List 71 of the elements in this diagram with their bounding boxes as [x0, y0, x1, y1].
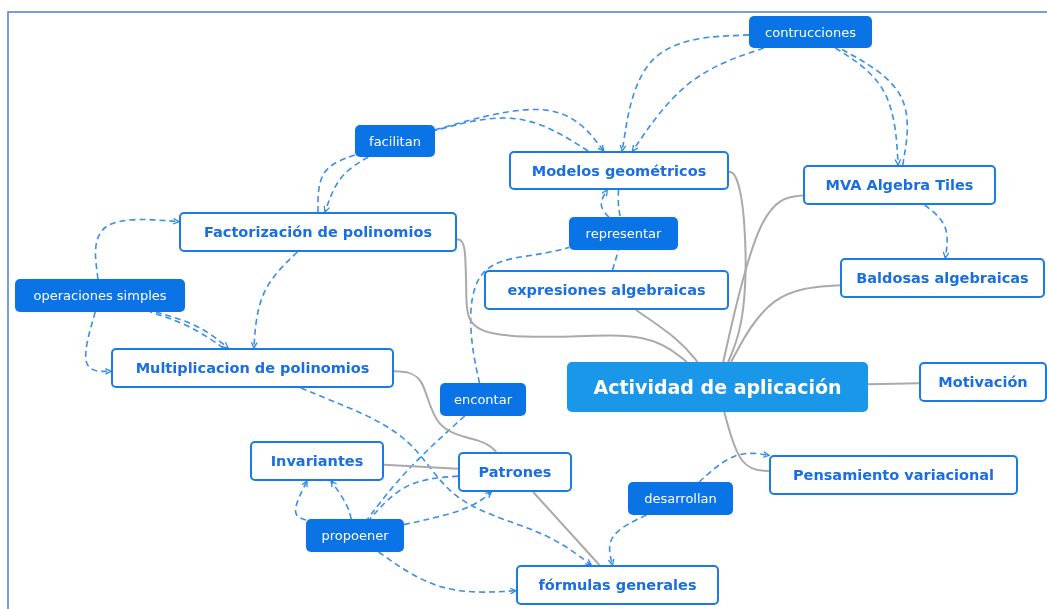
concept-text: Modelos geométricos: [531, 162, 707, 179]
arrow: [294, 480, 308, 521]
concept-box: [179, 212, 457, 252]
linking-phrase-text: desarrollan: [644, 491, 717, 506]
concept-box: [840, 258, 1045, 298]
linking-phrase: [749, 16, 872, 48]
connector-line: [634, 309, 699, 363]
concept-text: Factorización de polinomios: [203, 224, 433, 240]
connector-line: [867, 382, 920, 386]
concept-text: Patrones: [478, 464, 552, 480]
connector-line: [532, 491, 601, 566]
arrow: [403, 491, 493, 526]
connector-line: [434, 117, 589, 152]
arrow: [434, 108, 605, 152]
arrow: [607, 514, 648, 566]
connector-line: [469, 246, 570, 384]
central-topic: [567, 362, 868, 412]
concept-box: [919, 362, 1047, 402]
concept-box: [458, 452, 572, 492]
linking-phrase-text: contrucciones: [765, 24, 856, 40]
arrow: [300, 387, 592, 566]
concept-box: [509, 151, 729, 190]
concept-box: [111, 348, 394, 388]
connector-line: [617, 189, 622, 218]
connector-line: [393, 370, 498, 453]
linking-phrase: [569, 217, 678, 250]
connector-line: [722, 194, 804, 363]
connector-line: [366, 415, 466, 520]
concept-box: [250, 441, 384, 481]
arrow: [619, 34, 750, 152]
connector-line: [723, 411, 770, 472]
linking-phrase-text: facilitan: [369, 133, 421, 149]
arrow: [631, 47, 765, 152]
arrow: [250, 251, 299, 349]
concept-text: fórmulas generales: [538, 577, 697, 593]
arrow: [330, 480, 352, 520]
arrow: [923, 204, 950, 259]
connector-line: [369, 475, 459, 520]
linking-phrase: [628, 482, 733, 515]
connector-line: [383, 463, 459, 470]
arrow: [94, 217, 180, 280]
arrow: [323, 156, 369, 213]
concept-text: MVA Algebra Tiles: [825, 177, 974, 193]
linking-phrase-text: operaciones simples: [33, 288, 167, 303]
central-topic-text: Actividad de aplicación: [593, 376, 842, 398]
concept-text: Baldosas algebraicas: [856, 270, 1029, 286]
linking-phrase-text: representar: [585, 226, 662, 241]
concept-text: Pensamiento variacional: [792, 467, 995, 483]
arrow: [84, 311, 112, 375]
linking-phrase-text: encontar: [454, 392, 512, 407]
linking-phrase: [15, 279, 185, 312]
concept-box: [484, 270, 729, 310]
concept-box: [516, 565, 719, 605]
concept-text: Multiplicacion de polinomios: [135, 360, 370, 376]
linking-phrase-text: propoener: [321, 528, 389, 543]
linking-phrase: [306, 519, 404, 552]
linking-phrase: [440, 383, 526, 416]
concept-text: Invariantes: [270, 453, 364, 469]
connector-line: [727, 170, 747, 363]
connector-line: [730, 284, 841, 363]
linking-phrase: [355, 125, 435, 157]
arrow: [698, 451, 770, 483]
connector-line: [317, 154, 356, 213]
concept-box: [803, 165, 996, 205]
concept-box: [769, 455, 1018, 495]
concept-text: Motivación: [938, 374, 1028, 390]
concept-text: expresiones algebraicas: [507, 282, 706, 298]
connector-line: [456, 238, 688, 363]
connector-line: [611, 249, 620, 271]
arrow: [377, 551, 517, 595]
arrow: [600, 189, 610, 218]
